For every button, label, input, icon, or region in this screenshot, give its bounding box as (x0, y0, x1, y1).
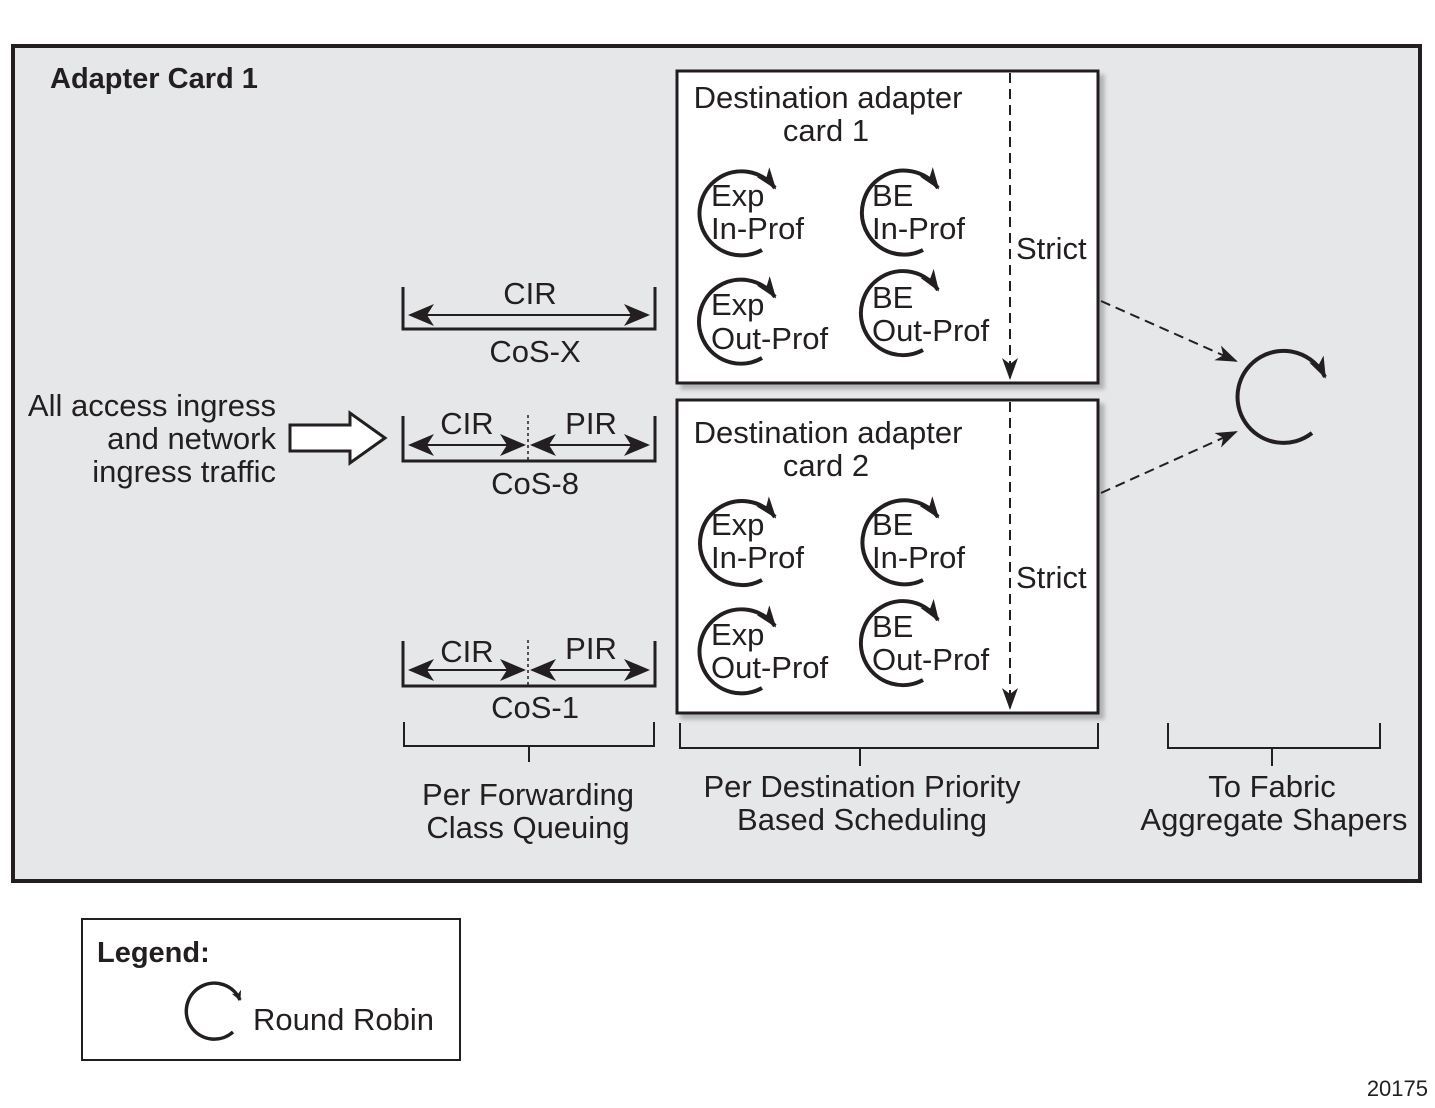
queue-cos-8: CIR PIR CoS-8 (401, 406, 657, 501)
card-1-to-fabric-arrow (1100, 300, 1238, 362)
queue-name: CoS-X (489, 334, 581, 369)
round-robin-icon (184, 981, 242, 1041)
cir-label: CIR (503, 276, 556, 311)
round-robin-icon (697, 605, 777, 696)
priority-label: Strict (1016, 231, 1087, 266)
round-robin-icon (697, 167, 777, 258)
input-arrow-icon (288, 410, 388, 466)
stage-label-line-1: To Fabric (1208, 769, 1335, 804)
card-2-to-fabric-arrow (1100, 431, 1238, 494)
stage-per-destination-scheduling: Per Destination Priority Based Schedulin… (679, 723, 1099, 837)
legend-title: Legend: (97, 937, 210, 969)
round-robin-icon (859, 167, 940, 257)
input-label-line-2: and network (107, 421, 276, 456)
scheduler-be-out-prof: BE Out-Prof (858, 268, 990, 358)
scheduler-be-in-prof: BE In-Prof (859, 167, 965, 257)
scheduler-label-line-1: BE (872, 609, 913, 644)
scheduler-label-line-2: In-Prof (872, 211, 965, 246)
scheduler-label-line-1: BE (872, 280, 913, 315)
scheduler-label-line-2: In-Prof (711, 540, 804, 575)
scheduler-be-in-prof: BE In-Prof (860, 496, 965, 587)
scheduler-label-line-1: BE (872, 507, 913, 542)
input-traffic: All access ingress and network ingress t… (28, 388, 388, 489)
stage-label-line-2: Based Scheduling (737, 802, 987, 837)
queue-cos-1: CIR PIR CoS-1 (401, 631, 657, 725)
destination-card-title-line-2: card 2 (783, 448, 869, 483)
destination-card-title-line-1: Destination adapter (694, 415, 963, 450)
scheduler-label-line-2: Out-Prof (711, 650, 829, 685)
scheduler-exp-out-prof: Exp Out-Prof (697, 605, 829, 696)
scheduler-exp-in-prof: Exp In-Prof (698, 496, 804, 588)
stage-label-line-2: Class Queuing (426, 810, 629, 845)
scheduler-label-line-1: Exp (711, 178, 764, 213)
cir-label: CIR (440, 634, 493, 669)
stage-bracket (679, 723, 1099, 766)
destination-card-title-line-1: Destination adapter (694, 80, 963, 115)
stage-per-forwarding-class: Per Forwarding Class Queuing (403, 722, 655, 845)
queue-bracket (401, 416, 657, 463)
scheduler-label-line-1: Exp (711, 507, 764, 542)
destination-card-frame (675, 398, 1100, 715)
pir-label: PIR (565, 631, 617, 666)
queue-bracket (401, 641, 657, 688)
destination-card-frame (675, 69, 1100, 385)
scheduler-label-line-1: Exp (711, 617, 764, 652)
round-robin-icon (858, 268, 940, 358)
scheduler-label-line-2: Out-Prof (872, 313, 990, 348)
scheduler-label-line-1: BE (872, 178, 913, 213)
stage-bracket (403, 722, 655, 762)
cir-label: CIR (440, 406, 493, 441)
destination-card-1: Destination adapter card 1 Exp In-Prof B… (675, 69, 1100, 385)
priority-label: Strict (1016, 560, 1087, 595)
input-label-line-1: All access ingress (28, 388, 276, 423)
stage-label-line-1: Per Forwarding (422, 777, 634, 812)
stage-label-line-2: Aggregate Shapers (1140, 802, 1407, 837)
container-title: Adapter Card 1 (50, 63, 258, 95)
scheduler-label-line-2: In-Prof (872, 540, 965, 575)
stage-label-line-1: Per Destination Priority (703, 769, 1021, 804)
scheduler-label-line-2: Out-Prof (872, 642, 990, 677)
round-robin-icon (858, 598, 940, 688)
input-label-line-3: ingress traffic (92, 454, 276, 489)
legend: Legend: Round Robin (81, 918, 461, 1061)
destination-card-title-line-2: card 1 (783, 113, 869, 148)
fabric-round-robin-icon (1235, 348, 1327, 445)
queue-name: CoS-8 (491, 466, 579, 501)
destination-card-2: Destination adapter card 2 Exp In-Prof B… (675, 398, 1100, 715)
queue-cos-x: CIR CoS-X (401, 276, 657, 369)
legend-frame (81, 918, 461, 1061)
pir-label: PIR (565, 406, 617, 441)
scheduler-exp-out-prof: Exp Out-Prof (697, 276, 829, 366)
stage-fabric-shapers: To Fabric Aggregate Shapers (1140, 723, 1408, 837)
queue-bracket (401, 287, 657, 331)
scheduler-label-line-1: Exp (711, 287, 764, 322)
scheduler-be-out-prof: BE Out-Prof (858, 598, 990, 688)
round-robin-icon (698, 496, 777, 588)
scheduler-exp-in-prof: Exp In-Prof (697, 167, 804, 258)
figure-id: 20175 (1367, 1076, 1428, 1101)
queue-name: CoS-1 (491, 690, 579, 725)
round-robin-icon (697, 276, 777, 366)
scheduler-label-line-2: In-Prof (711, 211, 804, 246)
legend-item-label: Round Robin (253, 1002, 434, 1037)
scheduler-label-line-2: Out-Prof (711, 321, 829, 356)
round-robin-icon (860, 496, 940, 587)
stage-bracket (1167, 723, 1381, 766)
